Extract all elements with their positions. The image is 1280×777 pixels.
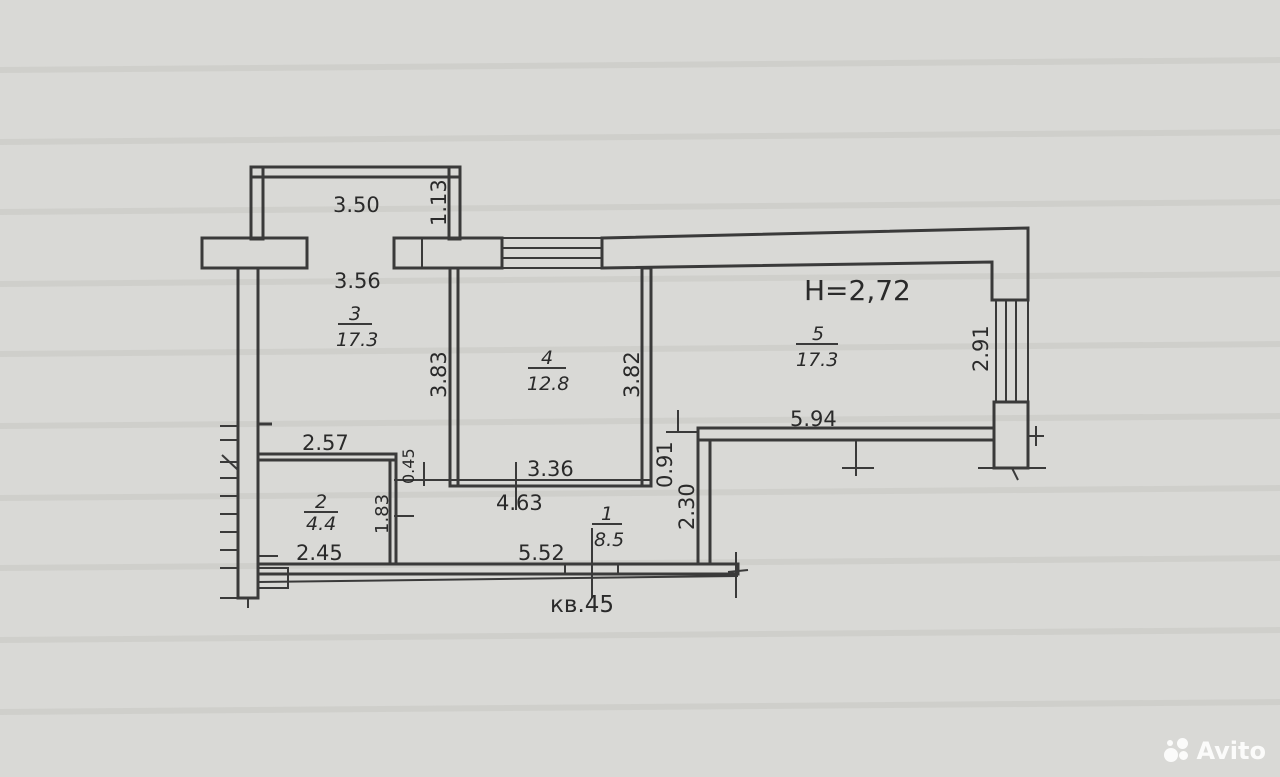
room-fraction-bars bbox=[304, 323, 838, 525]
walls bbox=[200, 165, 1046, 608]
dim-corridor-width: 5.52 bbox=[518, 541, 565, 565]
ceiling-height-label: H=2,72 bbox=[804, 274, 911, 307]
room-1-number: 1 bbox=[601, 503, 613, 525]
room-4-area: 12.8 bbox=[527, 373, 569, 395]
dim-room2-bottom: 2.45 bbox=[296, 541, 343, 565]
paper-lines bbox=[0, 57, 1280, 715]
dim-room4-height: 3.82 bbox=[620, 351, 644, 398]
dim-room3-width: 3.56 bbox=[334, 269, 381, 293]
room-5-area: 17.3 bbox=[796, 349, 838, 371]
dim-room2-top: 2.57 bbox=[302, 431, 349, 455]
room-3-area: 17.3 bbox=[336, 329, 378, 351]
room-2-number: 2 bbox=[315, 491, 327, 513]
dim-room2-height: 1.83 bbox=[372, 494, 393, 534]
dim-room5-height: 2.91 bbox=[969, 325, 993, 372]
avito-logo-icon bbox=[1164, 738, 1190, 764]
dim-corridor-height: 2.30 bbox=[675, 483, 699, 530]
dim-balcony-depth: 1.13 bbox=[427, 179, 451, 226]
dim-room3-height: 3.83 bbox=[427, 351, 451, 398]
dim-room5-width: 5.94 bbox=[790, 407, 837, 431]
dim-corridor-4-63: 4.63 bbox=[496, 491, 543, 515]
dim-room4-width: 3.36 bbox=[527, 457, 574, 481]
apartment-number-label: кв.45 bbox=[550, 592, 614, 618]
dim-balcony-width: 3.50 bbox=[333, 193, 380, 217]
room-2-area: 4.4 bbox=[306, 513, 336, 535]
room-1-area: 8.5 bbox=[594, 529, 624, 551]
avito-watermark: Avito bbox=[1164, 737, 1266, 765]
room-5-number: 5 bbox=[812, 323, 824, 345]
room-4-number: 4 bbox=[541, 347, 553, 369]
room-3-number: 3 bbox=[349, 303, 361, 325]
avito-watermark-text: Avito bbox=[1196, 737, 1266, 765]
dim-room2-gap: 0.45 bbox=[399, 448, 418, 484]
dim-gap-0-91: 0.91 bbox=[653, 441, 677, 488]
